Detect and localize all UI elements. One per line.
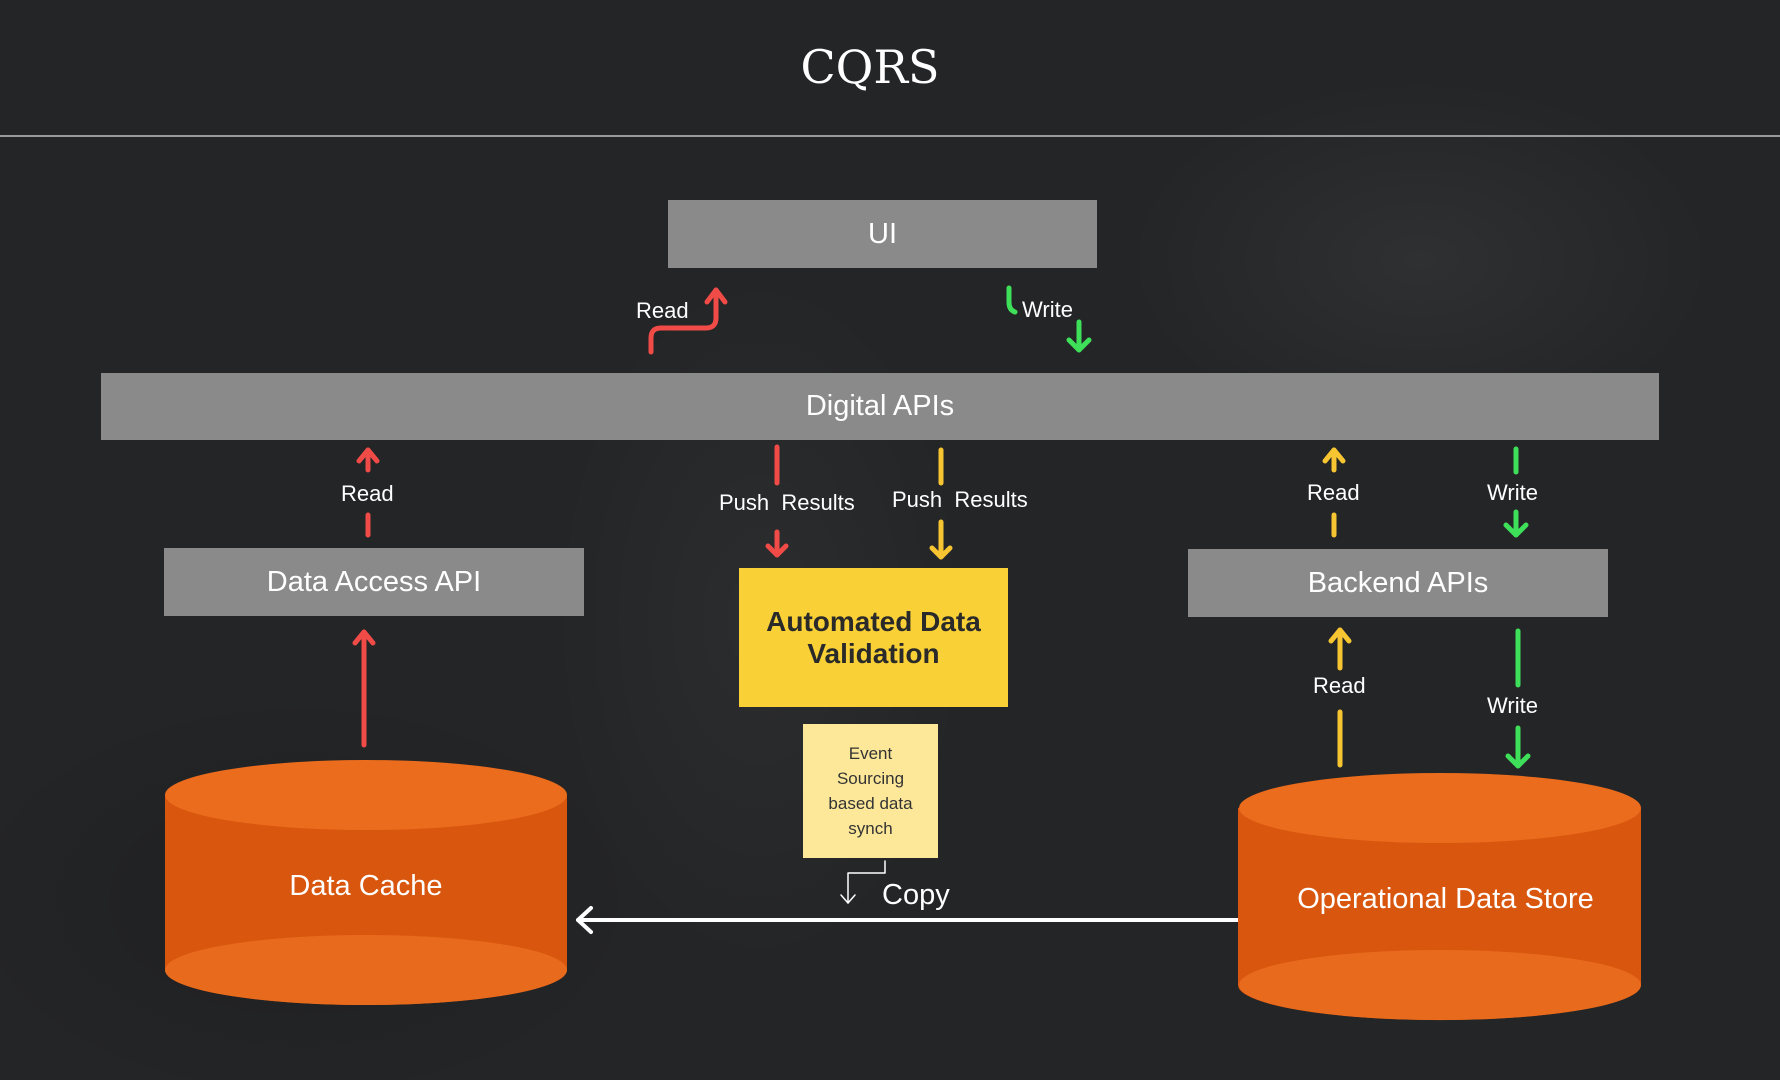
- digital-apis-node: Digital APIs: [101, 373, 1659, 440]
- cache-read-label: Read: [341, 481, 394, 506]
- store-read-arrow: [1328, 627, 1352, 768]
- ui-node: UI: [668, 200, 1097, 268]
- data-cache-cylinder: [165, 760, 567, 1005]
- title-divider: [0, 135, 1780, 137]
- store-read-label: Read: [1313, 673, 1366, 698]
- backend-write-arrow-top: [1503, 446, 1529, 538]
- backend-apis-node: Backend APIs: [1188, 549, 1608, 617]
- ui-write-arrow: [1006, 285, 1092, 353]
- ui-read-label: Read: [636, 298, 689, 323]
- store-write-arrow: [1505, 628, 1531, 769]
- operational-store-label: Operational Data Store: [1297, 883, 1594, 915]
- push-results-red-arrow: [765, 444, 789, 558]
- push-results-left-label: Push Results: [719, 490, 855, 515]
- automated-validation-node: Automated Data Validation: [739, 568, 1008, 707]
- event-sourcing-label: Event Sourcing based data synch: [828, 744, 913, 838]
- backend-read-arrow-top: [1322, 447, 1346, 538]
- operational-store-cylinder: [1238, 773, 1641, 1021]
- cache-read-arrow-top: [356, 447, 380, 538]
- data-access-api-node: Data Access API: [164, 548, 584, 616]
- page-title: CQRS: [800, 40, 940, 94]
- store-write-label: Write: [1487, 693, 1538, 718]
- push-results-right-label: Push Results: [892, 487, 1028, 512]
- backend-read-top-label: Read: [1307, 480, 1360, 505]
- ui-write-label: Write: [1022, 297, 1073, 322]
- data-access-api-label: Data Access API: [266, 565, 482, 598]
- backend-write-top-label: Write: [1487, 480, 1538, 505]
- data-cache-label: Data Cache: [289, 870, 443, 902]
- ui-node-label: UI: [868, 217, 897, 250]
- automated-validation-label: Automated Data Validation: [766, 605, 981, 669]
- backend-apis-label: Backend APIs: [1307, 566, 1489, 599]
- ui-read-arrow: [648, 287, 728, 355]
- event-sourcing-note: Event Sourcing based data synch: [803, 724, 938, 858]
- event-sourcing-connector: [840, 860, 886, 904]
- digital-apis-label: Digital APIs: [805, 390, 955, 422]
- copy-label: Copy: [882, 879, 950, 911]
- cache-read-arrow-bottom: [352, 629, 376, 748]
- push-results-yellow-arrow: [929, 447, 953, 560]
- copy-arrow: [576, 906, 1240, 934]
